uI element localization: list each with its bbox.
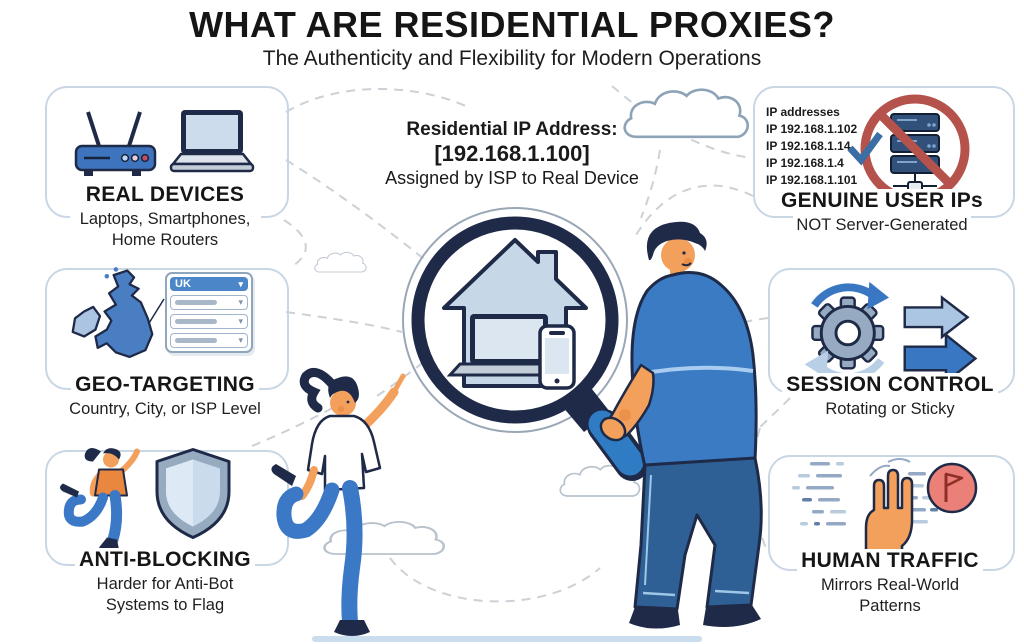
real-devices-subtitle: Laptops, Smartphones, Home Routers xyxy=(69,209,261,251)
rotating-session-icon xyxy=(804,281,978,384)
geo-dropdown-row: ▾ xyxy=(170,295,248,310)
page-title: WHAT ARE RESIDENTIAL PROXIES? xyxy=(189,4,835,45)
human-traffic-title: HUMAN TRAFFIC xyxy=(797,549,983,574)
genuine-user-ips-subtitle: NOT Server-Generated xyxy=(793,215,971,236)
geo-dropdown-selected: UK ▾ xyxy=(170,277,248,291)
geo-dropdown-row: ▾ xyxy=(170,333,248,348)
session-control-subtitle: Rotating or Sticky xyxy=(822,399,958,420)
genuine-user-ips-title: GENUINE USER IPs xyxy=(776,189,987,214)
geo-targeting-title: GEO-TARGETING xyxy=(71,373,259,398)
man-holding-magnifier-illustration xyxy=(599,221,763,629)
ip-list-item: IP 192.168.1.101 xyxy=(766,173,858,188)
laptop-icon xyxy=(169,110,255,173)
check-icon xyxy=(847,131,883,166)
geo-targeting-subtitle: Country, City, or ISP Level xyxy=(66,399,264,420)
anti-blocking-label: ANTI-BLOCKING Harder for Anti-Bot System… xyxy=(30,548,300,616)
placeholder-pill xyxy=(175,338,217,343)
flag-icon xyxy=(926,462,978,514)
shield-person-icon xyxy=(60,447,231,552)
bottom-accent-bar xyxy=(312,636,702,642)
ip-list-heading: IP addresses xyxy=(766,105,840,119)
ip-list-item: IP 192.168.1.102 xyxy=(766,122,858,137)
genuine-user-ips-label: GENUINE USER IPs NOT Server-Generated xyxy=(744,189,1020,236)
ip-value: [192.168.1.100] xyxy=(434,140,590,166)
ip-list-item: IP 192.168.1.14 xyxy=(766,139,851,154)
geo-dropdown-widget: UK ▾ ▾ ▾ ▾ xyxy=(165,272,253,353)
ip-list-item: IP 192.168.1.4 xyxy=(766,156,844,171)
anti-blocking-title: ANTI-BLOCKING xyxy=(75,548,255,573)
woman-pointing-illustration xyxy=(271,367,406,636)
router-icon xyxy=(74,111,157,176)
chevron-down-icon: ▾ xyxy=(238,297,243,307)
geo-dropdown-row: ▾ xyxy=(170,314,248,329)
placeholder-pill xyxy=(175,319,217,324)
ip-address-list: IP addresses IP 192.168.1.102 IP 192.168… xyxy=(766,104,866,189)
residential-ip-label: Residential IP Address: [192.168.1.100] … xyxy=(312,119,712,189)
human-hand-traffic-icon xyxy=(792,458,978,556)
real-devices-title: REAL DEVICES xyxy=(81,183,249,208)
chevron-down-icon: ▾ xyxy=(238,335,243,345)
real-devices-label: REAL DEVICES Laptops, Smartphones, Home … xyxy=(30,183,300,251)
human-traffic-subtitle: Mirrors Real-World Patterns xyxy=(798,575,982,617)
human-traffic-label: HUMAN TRAFFIC Mirrors Real-World Pattern… xyxy=(752,549,1024,617)
anti-blocking-subtitle: Harder for Anti-Bot Systems to Flag xyxy=(76,574,254,616)
ip-caption: Assigned by ISP to Real Device xyxy=(385,168,639,189)
page-subtitle: The Authenticity and Flexibility for Mod… xyxy=(262,47,762,70)
ip-heading: Residential IP Address: xyxy=(406,119,618,140)
chevron-down-icon: ▾ xyxy=(238,278,243,289)
placeholder-pill xyxy=(175,300,217,305)
chevron-down-icon: ▾ xyxy=(238,316,243,326)
session-control-label: SESSION CONTROL Rotating or Sticky xyxy=(752,373,1024,420)
session-control-title: SESSION CONTROL xyxy=(782,373,998,398)
geo-targeting-label: GEO-TARGETING Country, City, or ISP Leve… xyxy=(30,373,300,420)
uk-map-icon xyxy=(71,267,154,359)
